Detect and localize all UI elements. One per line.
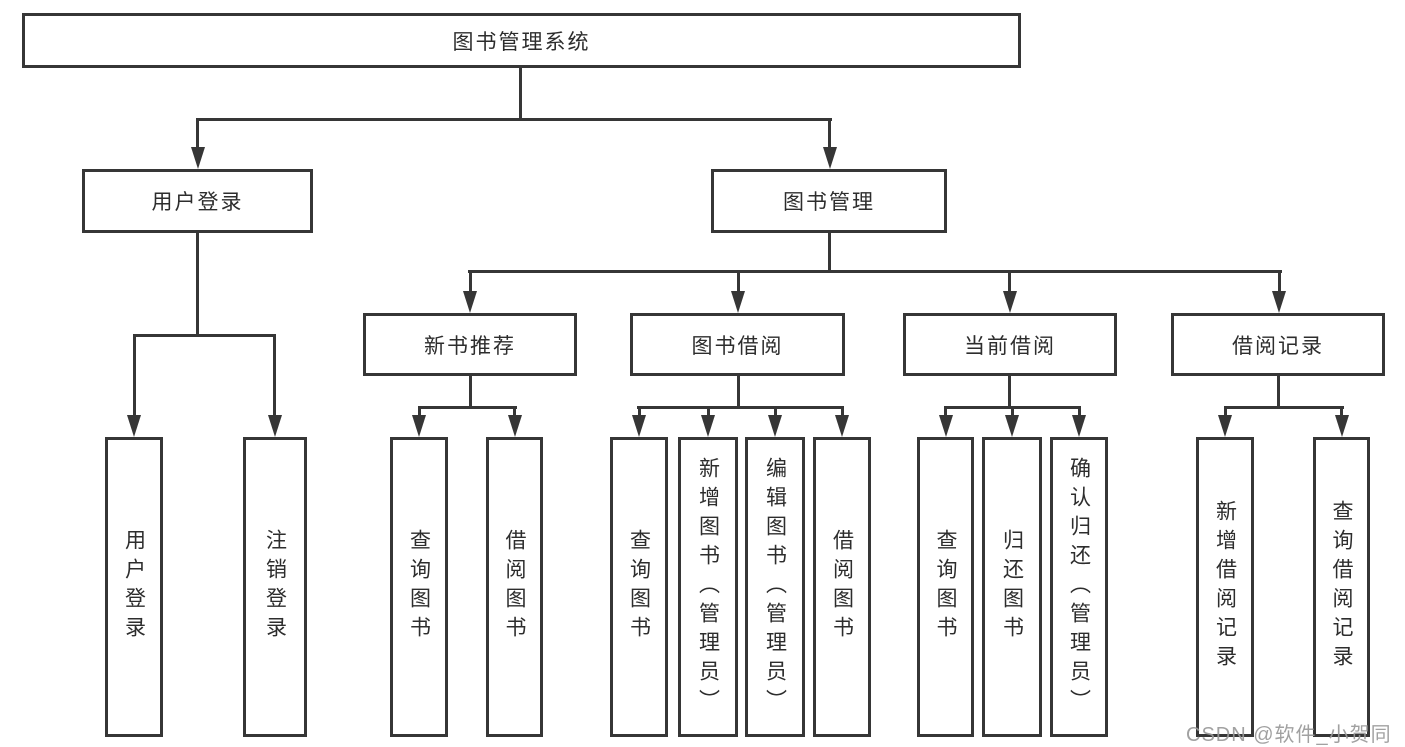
connector-stem-records-query	[1340, 406, 1343, 418]
connector-stem-borrowing-borrow	[841, 406, 844, 418]
leaf-newbooks-query-books: 查询图书	[390, 437, 448, 737]
connector-records-rail	[1224, 406, 1344, 409]
connector-stem-book-borrowing	[737, 270, 740, 295]
arrowhead-records-add	[1218, 415, 1232, 437]
connector-stem-newbooks-borrow	[513, 406, 516, 418]
connector-stem-newbooks-query	[418, 406, 421, 418]
arrowhead-current-query	[939, 415, 953, 437]
connector-user-login-rail	[133, 334, 276, 337]
connector-stem-current-borrowing	[1008, 270, 1011, 295]
arrowhead-newbooks-borrow	[508, 415, 522, 437]
arrowhead-borrowing-edit	[768, 415, 782, 437]
arrowhead-user-login	[191, 147, 205, 169]
arrowhead-records-query	[1335, 415, 1349, 437]
node-user-login: 用户登录	[82, 169, 313, 233]
node-book-borrowing: 图书借阅	[630, 313, 845, 376]
arrowhead-current-borrowing	[1003, 291, 1017, 313]
leaf-borrowing-query-books-label: 查询图书	[627, 529, 651, 645]
connector-stem-borrowing-records	[1278, 270, 1281, 295]
connector-stem-leaf-user-login	[133, 334, 136, 417]
connector-stem-current-return	[1011, 406, 1014, 418]
connector-user-login-stub	[196, 233, 199, 336]
arrowhead-new-book-recommendation	[463, 291, 477, 313]
connector-current-stub	[1008, 374, 1011, 408]
arrowhead-book-borrowing	[731, 291, 745, 313]
arrowhead-borrowing-query	[632, 415, 646, 437]
arrowhead-newbooks-query	[412, 415, 426, 437]
leaf-newbooks-borrow-books: 借阅图书	[486, 437, 543, 737]
arrowhead-leaf-logout	[268, 415, 282, 437]
leaf-borrowing-borrow-books-label: 借阅图书	[830, 529, 854, 645]
connector-level2-rail	[468, 270, 1282, 273]
connector-stem-borrowing-query	[638, 406, 641, 418]
connector-stem-current-confirm	[1078, 406, 1081, 418]
connector-level1-rail	[197, 118, 832, 121]
arrowhead-borrowing-borrow	[835, 415, 849, 437]
connector-stem-current-query	[944, 406, 947, 418]
leaf-records-add-record: 新增借阅记录	[1196, 437, 1254, 737]
leaf-newbooks-query-books-label: 查询图书	[407, 529, 431, 645]
connector-stem-new-book-recommendation	[469, 270, 472, 295]
connector-root-stub	[519, 67, 522, 119]
leaf-logout-label: 注销登录	[263, 529, 287, 645]
node-library-management-system: 图书管理系统	[22, 13, 1021, 68]
leaf-current-query-books: 查询图书	[917, 437, 974, 737]
connector-stem-borrowing-edit	[774, 406, 777, 418]
arrowhead-leaf-user-login	[127, 415, 141, 437]
node-borrowing-records: 借阅记录	[1171, 313, 1385, 376]
leaf-borrowing-edit-books-admin-label: 编辑图书（管理员）	[763, 456, 787, 718]
leaf-borrowing-edit-books-admin: 编辑图书（管理员）	[745, 437, 805, 737]
connector-book-management-stub	[828, 233, 831, 272]
leaf-records-query-record: 查询借阅记录	[1313, 437, 1370, 737]
connector-stem-borrowing-add	[707, 406, 710, 418]
connector-borrowing-rail	[637, 406, 844, 409]
node-current-borrowing: 当前借阅	[903, 313, 1117, 376]
csdn-watermark: CSDN @软件_小贺同学	[1186, 724, 1392, 746]
connector-records-stub	[1277, 374, 1280, 408]
leaf-current-confirm-return-admin-label: 确认归还（管理员）	[1067, 456, 1091, 718]
leaf-newbooks-borrow-books-label: 借阅图书	[503, 529, 526, 645]
arrowhead-borrowing-add	[701, 415, 715, 437]
leaf-current-confirm-return-admin: 确认归还（管理员）	[1050, 437, 1108, 737]
arrowhead-book-management	[823, 147, 837, 169]
connector-stem-leaf-logout	[273, 334, 276, 417]
connector-newbooks-stub	[469, 374, 472, 408]
leaf-records-add-record-label: 新增借阅记录	[1213, 500, 1237, 674]
leaf-borrowing-borrow-books: 借阅图书	[813, 437, 871, 737]
leaf-borrowing-add-books-admin-label: 新增图书（管理员）	[696, 456, 720, 718]
leaf-logout: 注销登录	[243, 437, 307, 737]
leaf-user-login-label: 用户登录	[122, 529, 146, 645]
arrowhead-current-confirm	[1072, 415, 1086, 437]
leaf-borrowing-add-books-admin: 新增图书（管理员）	[678, 437, 738, 737]
leaf-borrowing-query-books: 查询图书	[610, 437, 668, 737]
arrowhead-borrowing-records	[1272, 291, 1286, 313]
connector-newbooks-rail	[418, 406, 517, 409]
arrowhead-current-return	[1005, 415, 1019, 437]
leaf-user-login: 用户登录	[105, 437, 163, 737]
leaf-current-return-books: 归还图书	[982, 437, 1042, 737]
connector-stem-records-add	[1224, 406, 1227, 418]
node-new-book-recommendation: 新书推荐	[363, 313, 577, 376]
leaf-current-return-books-label: 归还图书	[1000, 529, 1024, 645]
connector-stem-user-login	[196, 118, 199, 150]
connector-borrowing-stub	[737, 374, 740, 408]
node-book-management: 图书管理	[711, 169, 947, 233]
leaf-current-query-books-label: 查询图书	[934, 529, 957, 645]
connector-stem-book-management	[828, 118, 831, 150]
leaf-records-query-record-label: 查询借阅记录	[1330, 500, 1353, 674]
